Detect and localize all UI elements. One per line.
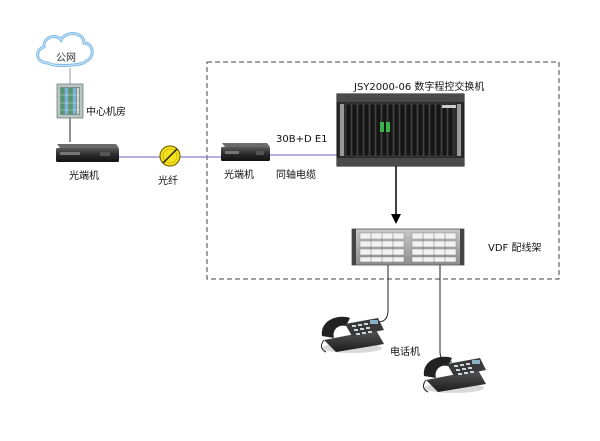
fiber-icon bbox=[159, 145, 181, 167]
vdf-label: VDF 配线架 bbox=[488, 243, 542, 254]
link-top-label: 30B+D E1 bbox=[276, 134, 328, 145]
optical-terminal-left-icon bbox=[56, 144, 119, 162]
right-terminal-label: 光端机 bbox=[224, 170, 254, 181]
switch-label: JSY2000-06 数字程控交换机 bbox=[354, 82, 485, 93]
switch-to-vdf-arrow bbox=[391, 214, 401, 224]
vdf-frame-icon bbox=[351, 228, 465, 266]
telephone-icon bbox=[422, 356, 486, 393]
cloud-label: 公网 bbox=[56, 53, 76, 64]
server-rack-icon bbox=[56, 83, 84, 119]
fiber-label: 光纤 bbox=[158, 176, 178, 187]
cloud-icon bbox=[36, 32, 94, 67]
left-terminal-label: 光端机 bbox=[69, 171, 99, 182]
link-bottom-label: 同轴电缆 bbox=[276, 170, 316, 181]
optical-terminal-right-icon bbox=[221, 143, 270, 161]
site-boundary bbox=[206, 61, 560, 280]
center-room-label: 中心机房 bbox=[86, 107, 126, 118]
telephone-icon bbox=[320, 316, 384, 353]
vdf-to-phone1-line bbox=[377, 265, 389, 323]
vdf-to-phone2-line bbox=[439, 265, 453, 363]
phone-label: 电话机 bbox=[390, 347, 420, 358]
program-switch-icon bbox=[336, 93, 465, 167]
